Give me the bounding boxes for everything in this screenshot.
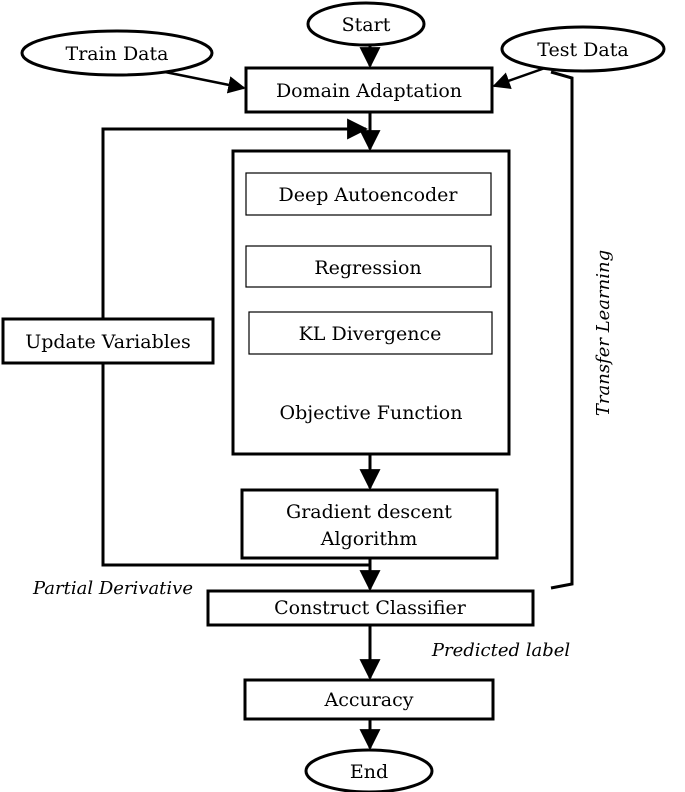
- test-to-domain-arrow: [492, 66, 546, 90]
- regression-box: [245, 245, 492, 288]
- update-variables-box: [1, 317, 215, 365]
- domain-adaptation-label: Domain Adaptation: [276, 80, 462, 102]
- accuracy-label: Accuracy: [323, 689, 413, 711]
- kl-divergence-label: KL Divergence: [299, 323, 442, 345]
- construct-classifier-box: [206, 589, 535, 627]
- kl-divergence-box: [248, 311, 493, 355]
- gradient-descent-label-line1: Gradient descent: [286, 501, 452, 523]
- predicted-label-text: Predicted label: [431, 640, 571, 661]
- objective-function-label: Objective Function: [280, 402, 463, 424]
- feedback-loop-down-line: [101, 363, 370, 567]
- test-data-ellipse: [500, 25, 666, 73]
- train-to-domain-arrow: [164, 70, 246, 94]
- start-terminal: [306, 1, 426, 47]
- update-variables-label: Update Variables: [25, 331, 191, 353]
- transfer-learning-bracket: [550, 70, 574, 590]
- train-data-ellipse: [20, 29, 214, 77]
- feedback-loop-up-arrow: [101, 118, 369, 319]
- train-data-label: Train Data: [66, 43, 169, 65]
- end-label: End: [350, 761, 388, 783]
- test-data-label: Test Data: [537, 39, 628, 61]
- deep-autoencoder-box: [245, 172, 492, 216]
- regression-label: Regression: [314, 257, 421, 279]
- accuracy-box: [243, 678, 495, 721]
- deep-autoencoder-label: Deep Autoencoder: [278, 184, 458, 206]
- partial-derivative-label: Partial Derivative: [32, 578, 193, 599]
- transfer-learning-label: Transfer Learning: [593, 250, 614, 416]
- construct-classifier-label: Construct Classifier: [274, 597, 467, 619]
- gradient-descent-label-line2: Algorithm: [320, 528, 417, 550]
- start-label: Start: [342, 14, 391, 36]
